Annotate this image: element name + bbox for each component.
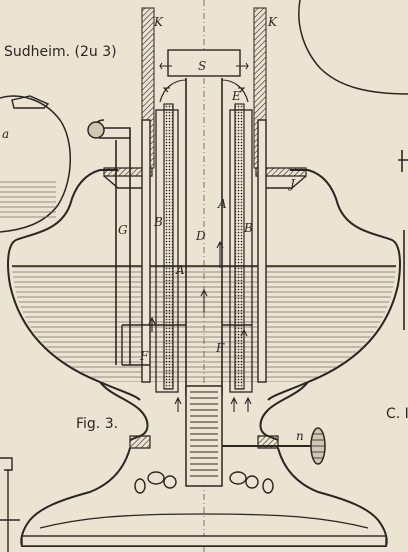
neighbor-figure-left-stand	[0, 457, 20, 552]
water-region	[12, 266, 396, 382]
air-holes	[134, 471, 274, 494]
flow-arrows-up	[148, 240, 252, 412]
label-J: J	[287, 177, 296, 191]
burner-grate	[185, 385, 223, 487]
header-caption: Sudheim. (2u 3)	[4, 44, 117, 60]
neighbor-figure-left-lid	[11, 95, 50, 109]
wick-tube-left	[155, 109, 179, 393]
stand-base-ring	[39, 513, 369, 529]
label-B-left: B	[153, 215, 163, 229]
label-G: G	[118, 223, 128, 237]
outer-cylinder-right	[257, 119, 267, 383]
burner-slots	[190, 391, 218, 477]
label-A-left: A	[175, 263, 185, 277]
damper-arrows	[159, 62, 249, 70]
label-F-right: F	[215, 341, 225, 355]
label-A-right: A	[217, 197, 227, 211]
float-left	[121, 324, 186, 366]
damper-plate	[167, 49, 241, 77]
wick-right	[234, 103, 245, 390]
label-K-left: K	[153, 15, 164, 29]
wick-left	[163, 103, 174, 390]
label-K-right: K	[267, 15, 278, 29]
vessel-rim	[103, 167, 307, 177]
neighbor-figure-right-bracket	[398, 150, 408, 330]
side-caption: C. I	[386, 406, 408, 422]
neighbor-figure-left-vessel	[0, 95, 71, 233]
stand-foot	[21, 535, 387, 547]
flow-arrows-top	[159, 79, 249, 103]
stand-neck	[99, 381, 309, 441]
figure-caption: Fig. 3.	[76, 416, 118, 432]
neighbor-figure-left-fill	[0, 178, 56, 218]
label-a: a	[2, 127, 9, 141]
label-E: E	[231, 89, 241, 103]
feed-pipe-knob	[87, 121, 105, 139]
outer-cylinder-left	[141, 119, 151, 383]
neighbor-figure-top-right	[298, 0, 408, 95]
regulator-knob-ribs	[311, 433, 325, 459]
label-n: n	[296, 429, 304, 443]
central-tube	[185, 78, 223, 396]
label-F-left: F	[139, 349, 149, 363]
label-B-right: B	[243, 221, 253, 235]
label-D: D	[195, 229, 206, 243]
wick-tube-right	[229, 109, 253, 393]
rim-collar	[103, 175, 307, 189]
label-S: S	[198, 59, 206, 73]
